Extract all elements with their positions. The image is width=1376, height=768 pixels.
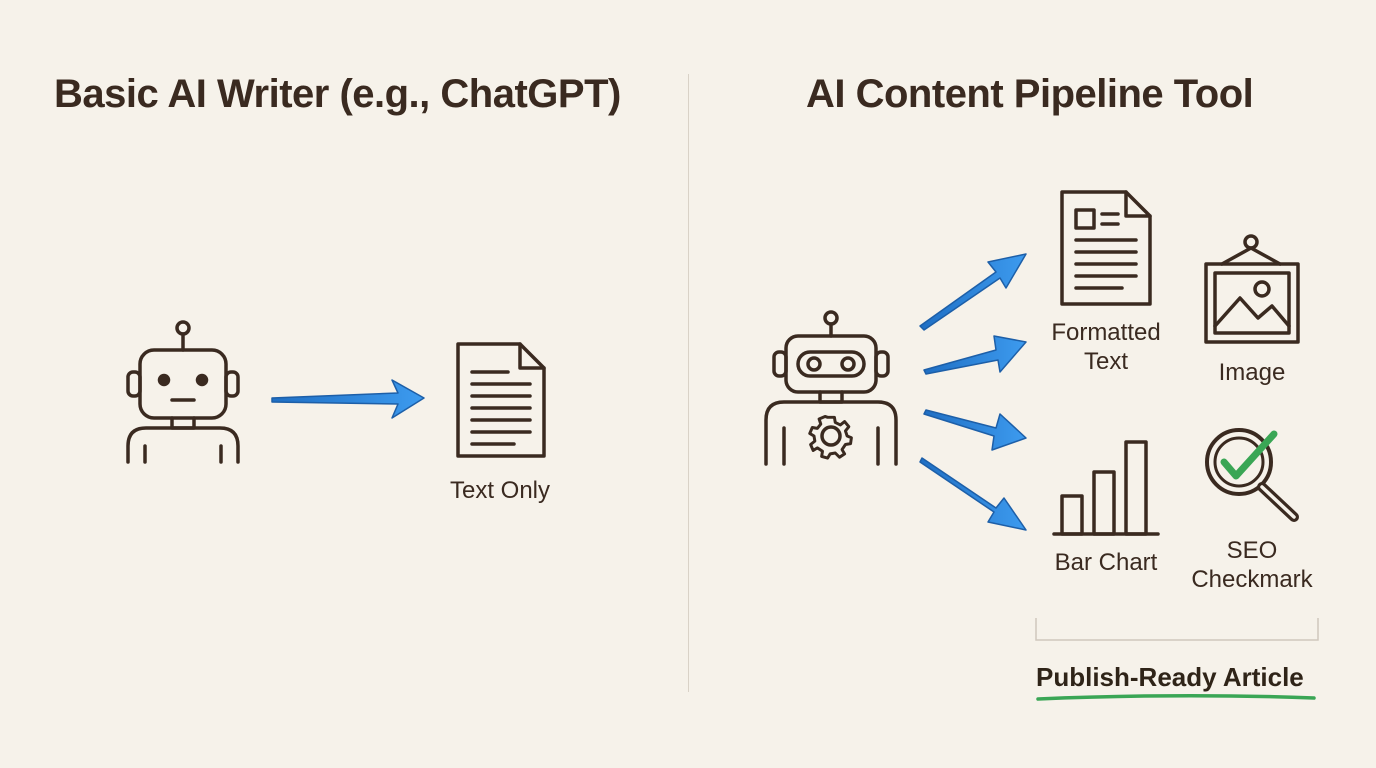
pipeline-arrows	[919, 253, 1027, 531]
left-panel-title: Basic AI Writer (e.g., ChatGPT)	[54, 72, 621, 116]
outputs-bracket	[1035, 618, 1319, 641]
basic-robot-icon	[126, 320, 240, 464]
arrow-to-text-only	[271, 379, 425, 419]
magnifier-checkmark-icon	[1205, 428, 1299, 522]
image-label: Image	[1218, 359, 1286, 386]
formatted-document-icon	[1060, 190, 1152, 306]
publish-ready-label: Publish-Ready Article	[1036, 662, 1304, 692]
formatted-text-label: Formatted Text	[1051, 319, 1161, 375]
pipeline-robot-icon	[764, 310, 898, 466]
seo-checkmark-label: SEO Checkmark	[1191, 537, 1313, 593]
framed-picture-icon	[1204, 234, 1300, 344]
arrow-to-image	[923, 335, 1027, 375]
panel-divider	[688, 74, 689, 692]
arrow-to-formatted-text	[919, 253, 1027, 331]
bar-chart-icon	[1052, 440, 1160, 536]
arrow-to-bar-chart	[923, 409, 1027, 451]
right-panel-title: AI Content Pipeline Tool	[806, 72, 1254, 116]
arrow-to-seo	[919, 457, 1027, 531]
plain-document-icon	[456, 342, 546, 458]
text-only-label: Text Only	[449, 477, 551, 504]
bar-chart-label: Bar Chart	[1054, 549, 1158, 576]
result-underline	[1036, 693, 1316, 701]
